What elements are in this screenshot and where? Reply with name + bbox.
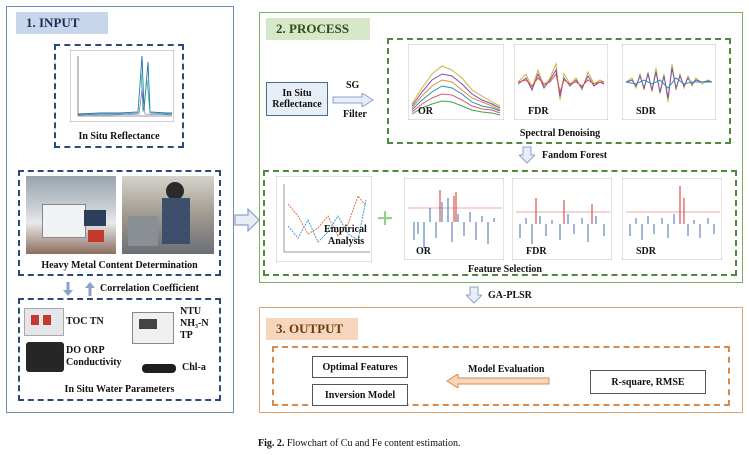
- fdr-spectrum-chart: [514, 44, 608, 120]
- conductivity-label: Conductivity: [66, 357, 122, 368]
- toc-tn-analyzer: [24, 308, 64, 336]
- or-spectrum-chart: [408, 44, 504, 120]
- inversion-model-box: Inversion Model: [312, 384, 408, 406]
- metrics-box: R-square, RMSE: [590, 370, 706, 394]
- do-orp-case: [26, 342, 64, 372]
- fdr-feature-label: FDR: [526, 246, 547, 257]
- chla-sensor: [142, 364, 176, 373]
- process-reflectance-box: In Situ Reflectance: [266, 82, 328, 116]
- ntu-label: NTU: [180, 306, 202, 317]
- heavy-metal-label: Heavy Metal Content Determination: [41, 260, 198, 271]
- forest-label: Fandom Forest: [542, 150, 608, 161]
- process-panel: [259, 12, 743, 283]
- input-title: 1. INPUT: [16, 12, 108, 34]
- output-title: 3. OUTPUT: [266, 318, 358, 340]
- heavy-metal-frame: [18, 170, 221, 276]
- water-params-frame: [18, 298, 221, 401]
- feature-selection-frame: [263, 170, 737, 276]
- lab-instrument-photo: [26, 176, 116, 254]
- ntu-analyzer: [132, 312, 174, 344]
- reflectance-label: In Situ Reflectance: [78, 131, 160, 142]
- toc-tn-label: TOC TN: [66, 316, 104, 327]
- input-to-process-arrow: [234, 208, 260, 232]
- figure-number: Fig. 2.: [258, 438, 285, 449]
- feature-selection-label: Feature Selection: [468, 264, 542, 275]
- nh3n-label: NH₃-N: [180, 318, 209, 329]
- model-evaluation-label: Model Evaluation: [468, 364, 545, 375]
- denoising-frame: [387, 38, 731, 144]
- empirical-chart: [276, 176, 372, 262]
- or-spectrum-label: OR: [418, 106, 433, 117]
- sdr-feature-label: SDR: [636, 246, 657, 257]
- fdr-feature-chart: [512, 178, 612, 260]
- ga-plsr-label: GA-PLSR: [488, 290, 532, 301]
- sdr-spectrum-chart: [622, 44, 716, 120]
- tp-label: TP: [180, 330, 193, 341]
- figure-caption-text: Flowchart of Cu and Fe content estimatio…: [286, 438, 461, 449]
- empirical-label-1: Empirical: [324, 224, 367, 235]
- sg-label: SG: [346, 80, 360, 91]
- water-params-label: In Situ Water Parameters: [64, 384, 175, 395]
- plus-icon: +: [374, 202, 396, 235]
- sdr-feature-chart: [622, 178, 722, 260]
- output-frame: [272, 346, 730, 406]
- correlation-arrows: [63, 282, 95, 296]
- process-title: 2. PROCESS: [266, 18, 370, 40]
- empirical-label-2: Analysis: [328, 236, 365, 247]
- or-feature-label: OR: [416, 246, 431, 257]
- reflectance-chart: [70, 50, 174, 122]
- do-orp-label: DO ORP: [66, 345, 105, 356]
- output-panel: [259, 307, 743, 413]
- filter-label: Filter: [343, 109, 367, 120]
- chla-label: Chl-a: [182, 362, 206, 373]
- correlation-label: Correlation Coefficient: [100, 283, 199, 294]
- forest-arrow: [519, 146, 535, 164]
- field-lab-photo: [122, 176, 214, 254]
- or-feature-chart: [404, 178, 504, 260]
- ga-plsr-arrow: [466, 286, 482, 304]
- sg-arrow: [332, 93, 374, 107]
- reflectance-frame: [54, 44, 184, 148]
- sdr-spectrum-label: SDR: [636, 106, 657, 117]
- figure-caption: Fig. 2. Flowchart of Cu and Fe content e…: [258, 438, 460, 449]
- evaluation-arrow: [446, 374, 550, 388]
- fdr-spectrum-label: FDR: [528, 106, 549, 117]
- optimal-features-box: Optimal Features: [312, 356, 408, 378]
- denoising-label: Spectral Denoising: [519, 128, 601, 139]
